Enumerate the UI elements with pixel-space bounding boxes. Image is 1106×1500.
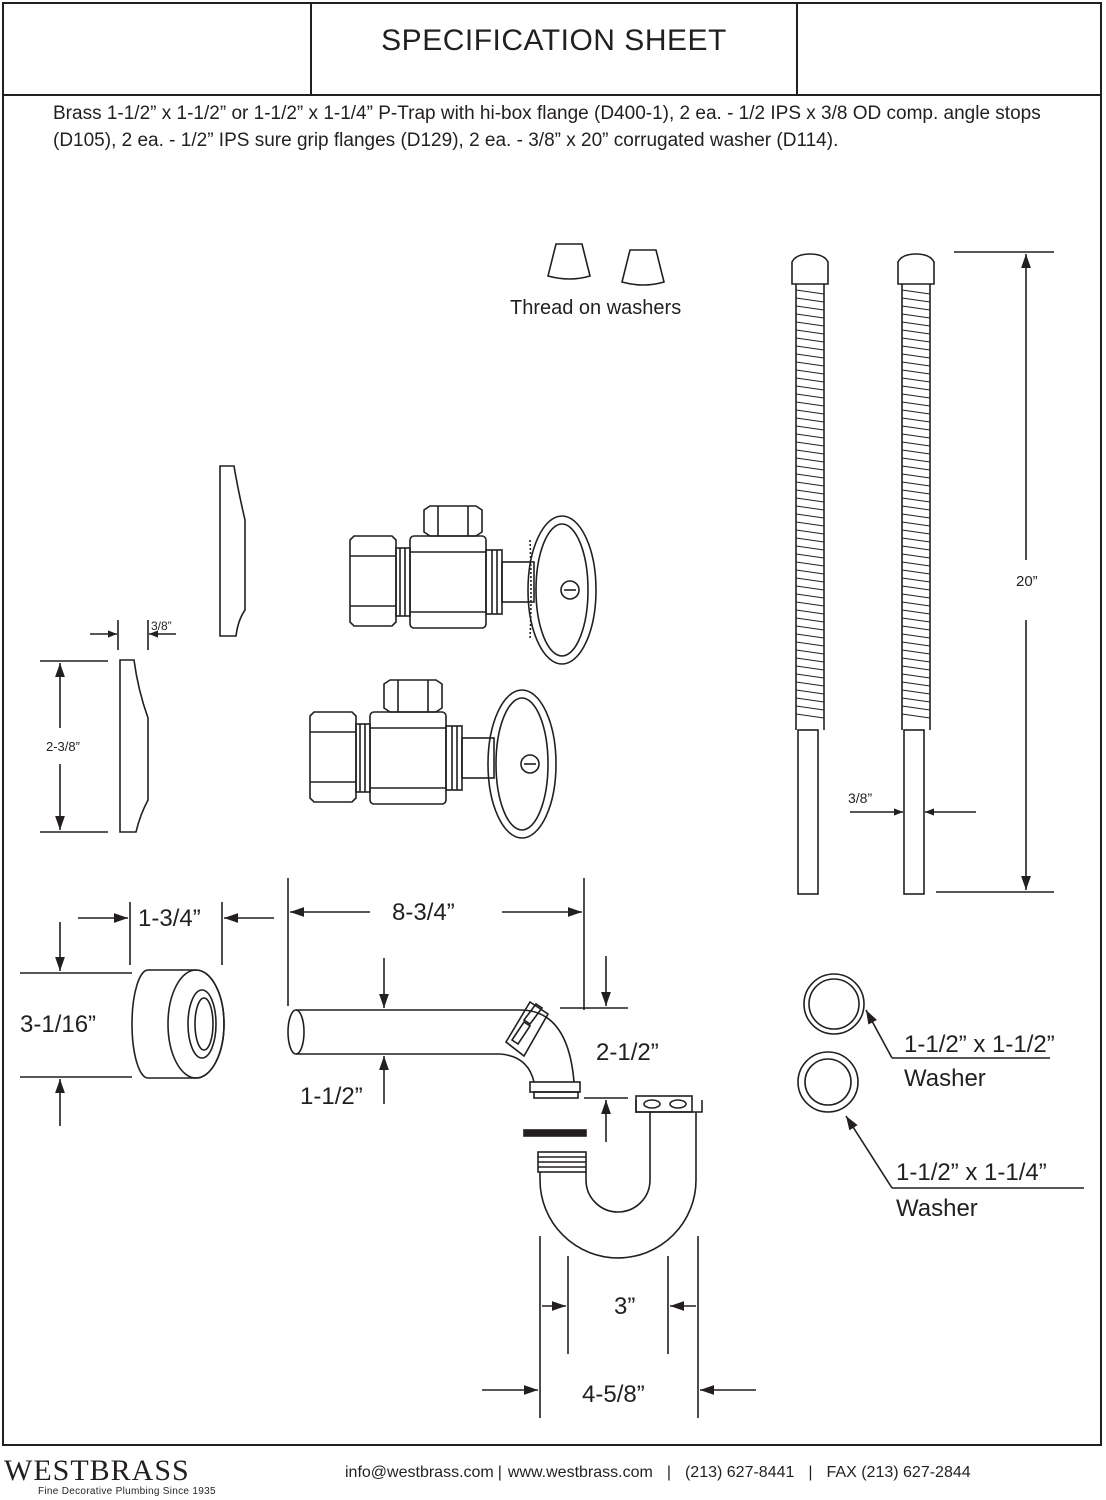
thread-on-washer-2 <box>621 249 665 286</box>
sure-grip-flange-lower <box>119 659 149 833</box>
brand-tagline: Fine Decorative Plumbing Since 1935 <box>38 1486 216 1497</box>
thread-on-washer-1 <box>547 243 591 280</box>
washer-a <box>803 973 865 1035</box>
fax-number: FAX (213) 627-2844 <box>826 1464 971 1481</box>
flange-height-dimension <box>40 660 108 833</box>
product-description: Brass 1-1/2” x 1-1/2” or 1-1/2” x 1-1/4”… <box>53 103 1041 151</box>
thread-on-washers-label: Thread on washers <box>510 297 681 319</box>
hibox-height-label: 3-1/16” <box>20 1011 96 1038</box>
elbow-drop-dimension <box>560 956 628 1142</box>
flange-thickness-label: 3/8” <box>151 619 172 633</box>
j-bend-trap <box>523 1095 703 1259</box>
separator: | <box>666 1464 671 1481</box>
washer-a-name-label: Washer <box>904 1065 986 1092</box>
trap-inner-label: 3” <box>614 1293 635 1320</box>
trap-arm <box>287 1000 581 1099</box>
supply-line-right <box>897 253 935 895</box>
trap-outer-label: 4-5/8” <box>582 1381 645 1408</box>
angle-stop-upper <box>349 505 597 665</box>
email-link[interactable]: info@westbrass.com <box>345 1464 494 1481</box>
washer-b-size-label: 1-1/2” x 1-1/4” <box>896 1159 1047 1186</box>
washer-a-leader <box>865 1009 1050 1059</box>
separator: | <box>497 1464 502 1481</box>
website-link[interactable]: www.westbrass.com <box>507 1464 653 1481</box>
hibox-depth-dimension <box>78 902 274 965</box>
angle-stop-lower <box>309 679 557 839</box>
header-frame: SPECIFICATION SHEET <box>2 2 1102 96</box>
body-frame <box>2 96 1102 1446</box>
washer-b-name-label: Washer <box>896 1195 978 1222</box>
footer: WESTBRASS Fine Decorative Plumbing Since… <box>0 1448 1106 1500</box>
contact-info: info@westbrass.com|www.westbrass.com|(21… <box>345 1464 971 1482</box>
brand-logo: WESTBRASS <box>4 1454 190 1487</box>
washer-b-leader <box>845 1115 1084 1189</box>
arm-length-label: 8-3/4” <box>392 899 455 926</box>
parts-drawing: Thread on washers 3/8” 2-3/8” 20” 3/8” 1… <box>20 243 1084 1418</box>
trap-outer-dimension <box>482 1236 756 1418</box>
supply-length-dimension <box>936 251 1054 893</box>
arm-diameter-label: 1-1/2” <box>300 1083 363 1110</box>
supply-line-left <box>791 253 829 895</box>
hibox-height-dimension <box>20 922 132 1126</box>
arm-length-dimension <box>287 878 585 1010</box>
sure-grip-flange-upper <box>219 465 246 637</box>
phone-number: (213) 627-8441 <box>684 1464 795 1481</box>
supply-diameter-label: 3/8” <box>848 790 872 806</box>
separator: | <box>808 1464 813 1481</box>
hi-box-flange <box>131 969 225 1079</box>
page-title: SPECIFICATION SHEET <box>381 24 727 57</box>
flange-height-label: 2-3/8” <box>46 739 80 754</box>
header-title-cell: SPECIFICATION SHEET <box>310 4 798 94</box>
supply-length-label: 20” <box>1016 573 1038 590</box>
washer-b <box>797 1051 859 1113</box>
trap-inner-dimension <box>542 1256 696 1354</box>
flange-thickness-dimension <box>90 620 176 650</box>
washer-a-size-label: 1-1/2” x 1-1/2” <box>904 1031 1055 1058</box>
elbow-drop-label: 2-1/2” <box>596 1039 659 1066</box>
hibox-depth-label: 1-3/4” <box>138 905 201 932</box>
